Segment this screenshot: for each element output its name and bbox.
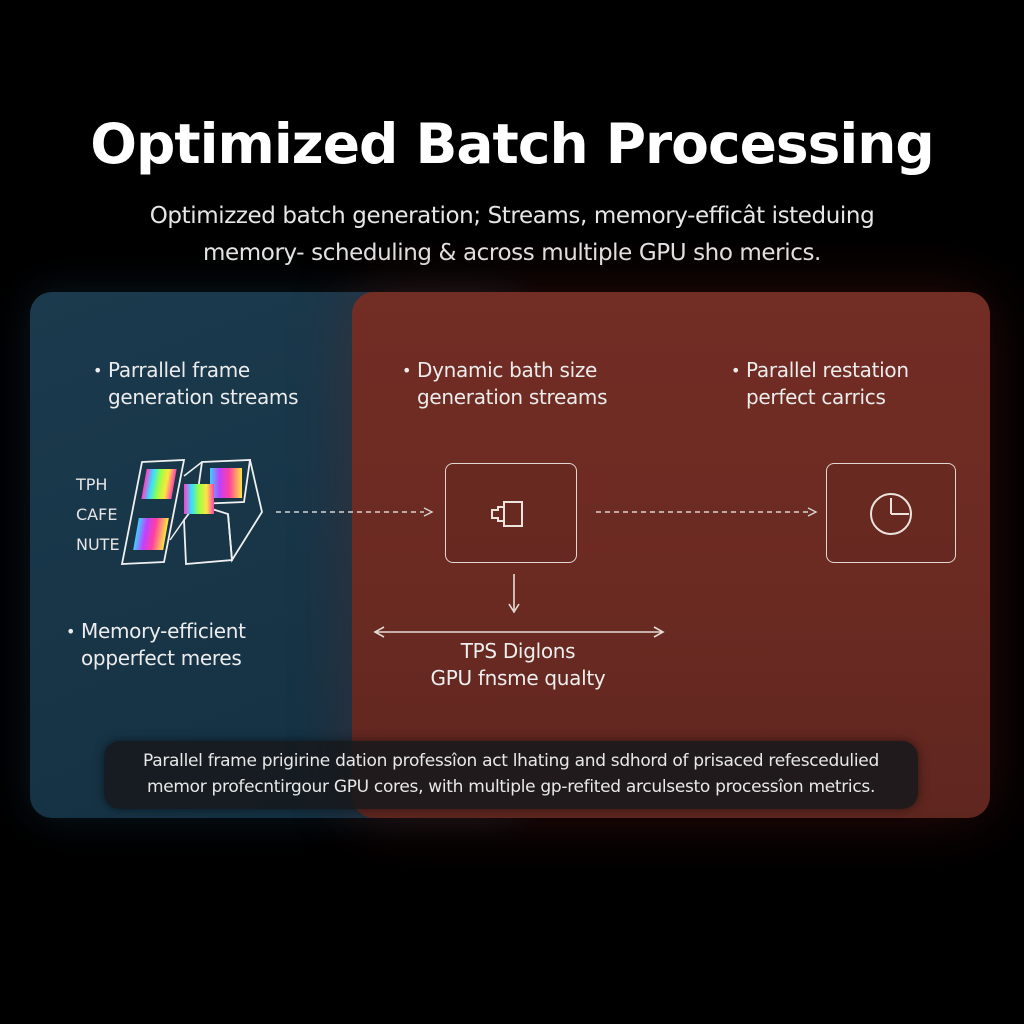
caption-line-1: Parallel frame prigirine dation professî… [143, 751, 879, 771]
middle-label: TPS Diglons GPU fnsme qualty [360, 638, 676, 692]
subtitle-line-1: Optimizzed batch generation; Streams, me… [149, 203, 875, 229]
middle-label-line-2: GPU fnsme qualty [430, 666, 606, 690]
page-subtitle: Optimizzed batch generation; Streams, me… [112, 198, 912, 272]
process-box-right [826, 463, 956, 563]
process-box-middle [445, 463, 577, 563]
side-labels: TPH CAFE NUTE [76, 470, 120, 560]
side-label-tph: TPH [76, 475, 108, 494]
page-title: Optimized Batch Processing [90, 112, 934, 176]
subtitle-line-2: memory- scheduling & across multiple GPU… [203, 240, 821, 266]
bullet-memory-efficient: • Memory-efficient opperfect meres [66, 619, 246, 670]
bullet-dynamic-batch-size: • Dynamic bath size generation streams [402, 358, 608, 409]
gpu-connector-icon [491, 501, 523, 527]
side-label-nute: NUTE [76, 535, 120, 554]
side-label-cafe: CAFE [76, 505, 118, 524]
right-panel [352, 292, 990, 818]
clock-icon [870, 493, 912, 535]
bullet-parallel-restation: • Parallel restation perfect carrics [731, 358, 909, 409]
middle-label-line-1: TPS Diglons [460, 639, 576, 663]
bullet-parallel-frame: • Parrallel frame generation streams [93, 358, 299, 409]
caption-box: Parallel frame prigirine dation professî… [104, 741, 918, 809]
caption-line-2: memor profecntirgour GPU cores, with mul… [146, 777, 876, 797]
